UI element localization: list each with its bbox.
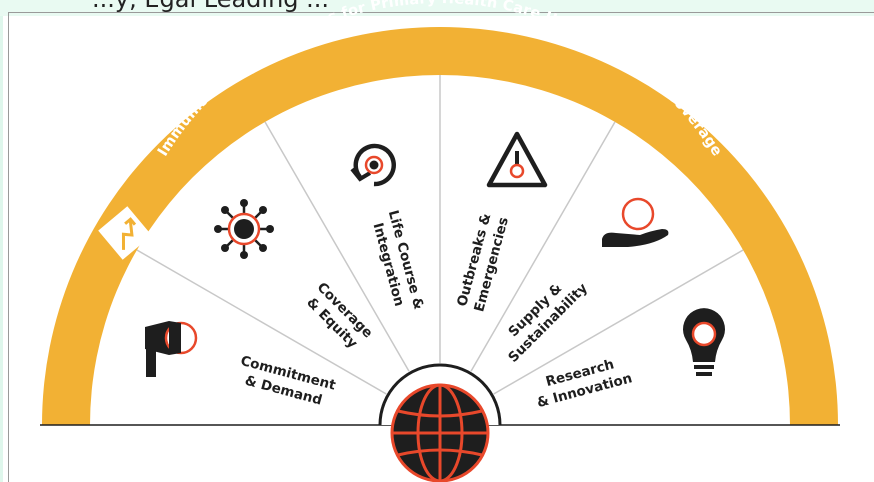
segment-label-group: Supply &Sustainability bbox=[505, 280, 591, 366]
segment-divider bbox=[470, 121, 616, 372]
segment-label-group: Outbreaks &Emergencies bbox=[454, 211, 512, 313]
network-hub-icon bbox=[214, 199, 274, 259]
hand-holding-icon bbox=[602, 197, 669, 247]
segment-divider bbox=[493, 249, 744, 395]
outer-arc-band bbox=[42, 27, 838, 425]
segment-label-group: Commitment& Demand bbox=[239, 353, 338, 409]
circular-arrow-icon bbox=[350, 143, 396, 187]
frame-top-border bbox=[8, 12, 874, 13]
segment-label-group: Life Course &Integration bbox=[370, 209, 427, 312]
segment-label-group: Coverage& Equity bbox=[303, 279, 375, 351]
segment-label-group: Research& Innovation bbox=[535, 356, 634, 411]
top-caption-text: ...y, Egal Leading ... bbox=[92, 0, 329, 13]
warning-triangle-icon bbox=[486, 131, 548, 188]
growth-chart-icon bbox=[98, 206, 152, 260]
frame-left-border bbox=[8, 12, 9, 482]
globe-icon bbox=[390, 383, 490, 482]
segment-divider bbox=[136, 249, 387, 395]
left-strip bbox=[0, 16, 3, 482]
segment-divider bbox=[264, 121, 410, 372]
segment-dividers bbox=[136, 75, 744, 395]
megaphone-icon bbox=[145, 321, 198, 377]
lightbulb-icon bbox=[683, 308, 725, 376]
